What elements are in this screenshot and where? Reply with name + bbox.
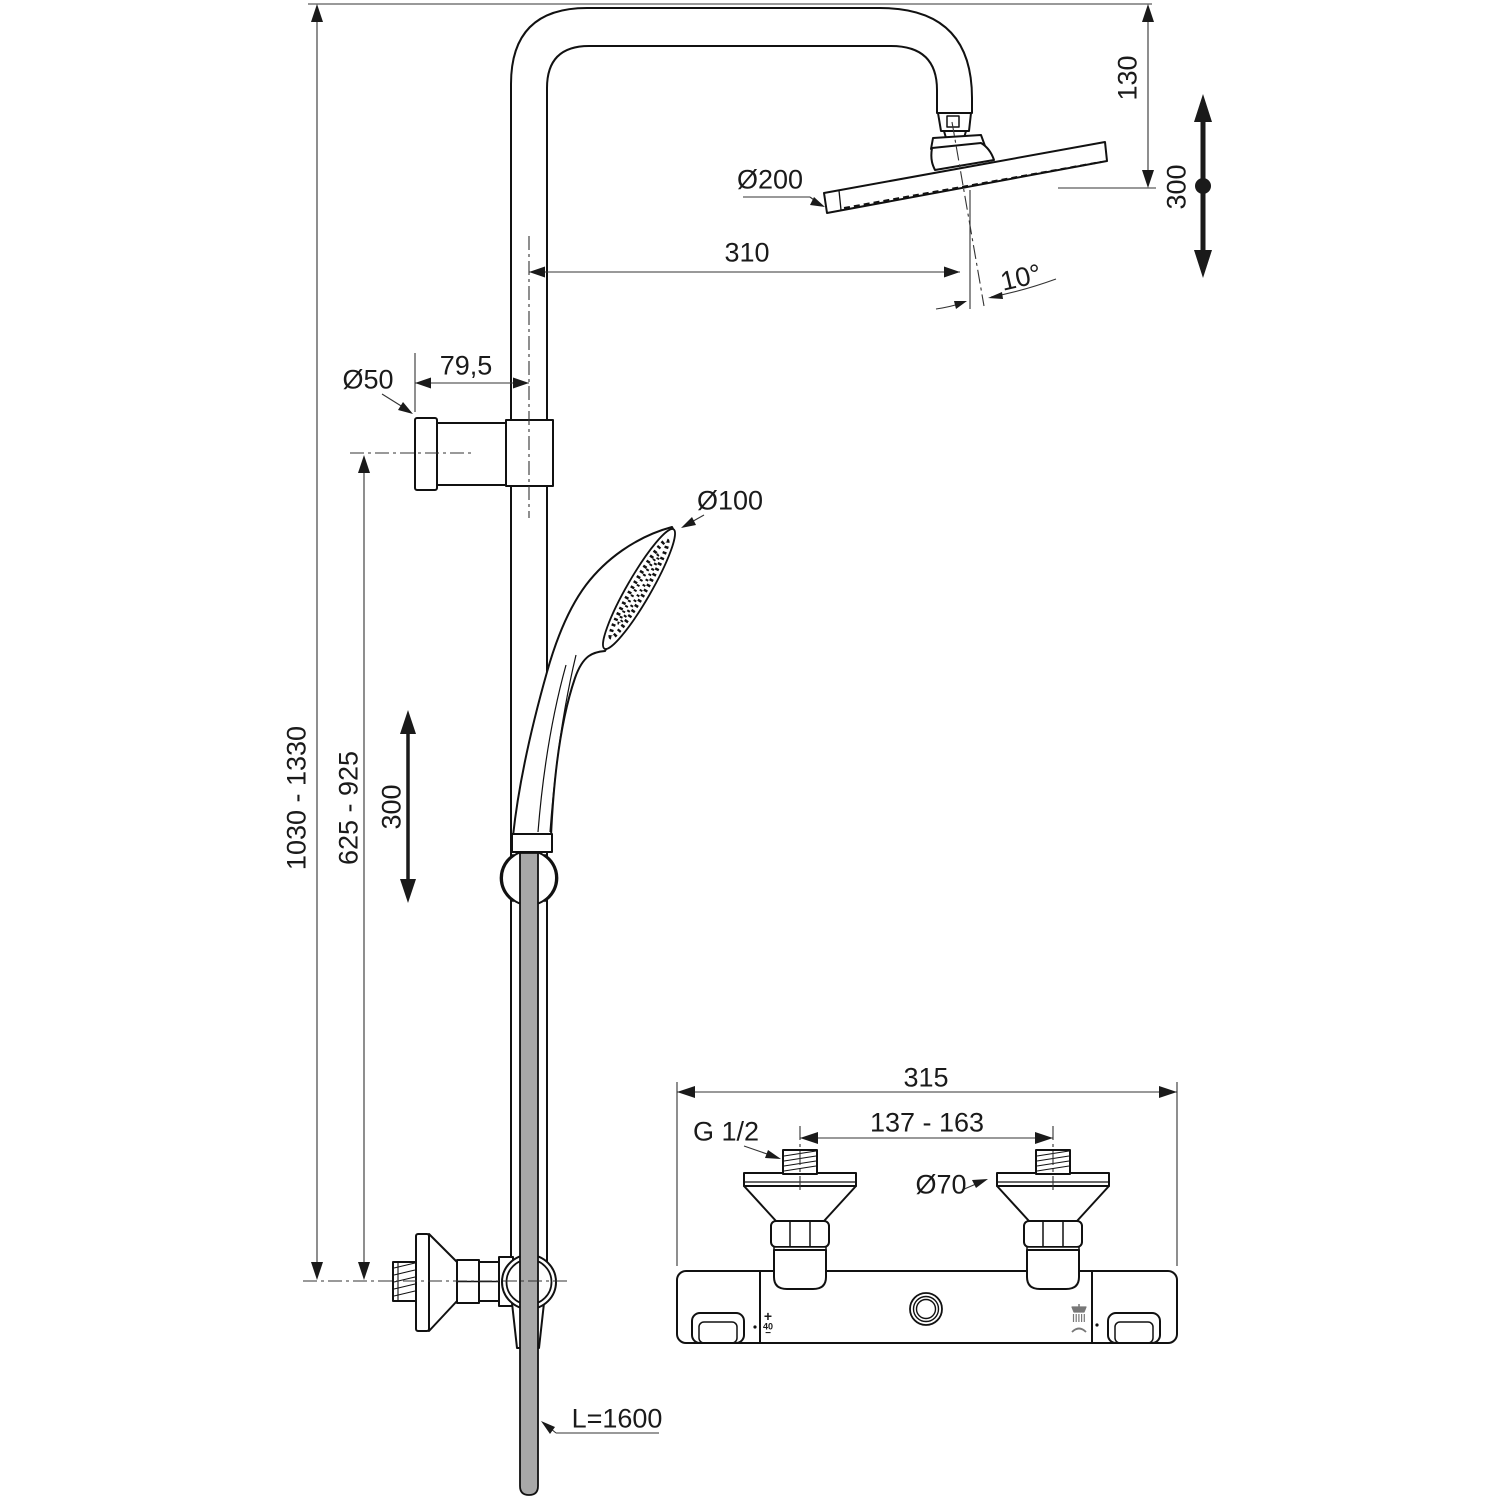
leader-inlet-thread xyxy=(743,1145,781,1159)
wall-bracket xyxy=(414,417,554,491)
dim-label-head-diameter: Ø200 xyxy=(736,164,804,195)
dim-head-offset xyxy=(529,266,960,278)
shower-mode-icon xyxy=(1071,1304,1087,1333)
dim-bracket-height xyxy=(358,455,370,1280)
dim-label-riser-height: 1030 - 1330 xyxy=(281,725,312,871)
dim-label-bracket-height: 625 - 925 xyxy=(333,750,364,866)
dim-label-bracket-offset: 79,5 xyxy=(439,350,493,381)
leader-head-diameter xyxy=(743,196,825,207)
mixer-valve xyxy=(676,1149,1178,1344)
mixer-temp-minus: − xyxy=(765,1328,771,1339)
riser-rail xyxy=(510,7,973,1301)
mixer-temp-value: 40 xyxy=(762,1321,774,1332)
leader-hose-length xyxy=(541,1421,659,1434)
dim-inlet-distance xyxy=(799,1126,1054,1194)
temp-index-dot xyxy=(753,1325,757,1329)
dim-label-head-offset: 310 xyxy=(724,237,770,268)
mixer-handle-left xyxy=(691,1312,745,1344)
dim-label-mixer-width: 315 xyxy=(903,1062,949,1093)
dim-label-inlet-thread: G 1/2 xyxy=(692,1116,760,1147)
dim-label-arm-drop: 130 xyxy=(1112,55,1143,101)
dim-label-bracket-diameter: Ø50 xyxy=(342,364,394,395)
dim-label-hose-length: L=1600 xyxy=(571,1403,663,1434)
dim-label-head-adjust: 300 xyxy=(1161,164,1192,210)
dim-mixer-width xyxy=(676,1082,1178,1266)
mixer-outlet-rings xyxy=(909,1292,943,1326)
overhead-shower xyxy=(823,112,1108,214)
dim-bracket-offset xyxy=(414,353,529,412)
dimension-lines xyxy=(303,3,1212,1434)
dim-head-tilt xyxy=(935,121,1057,310)
dim-head-adjust xyxy=(1194,94,1212,278)
leader-handshower-diameter xyxy=(681,514,705,528)
dim-label-inlet-distance: 137 - 163 xyxy=(869,1107,985,1138)
flow-wave-icon xyxy=(1071,1327,1087,1333)
dim-label-handshower-diameter: Ø100 xyxy=(696,485,764,516)
flow-index-dot xyxy=(1095,1323,1099,1327)
shower-hose xyxy=(519,852,539,1496)
dim-label-rosette-diameter: Ø70 xyxy=(915,1169,967,1200)
mixer-temp-plus: + xyxy=(763,1308,773,1324)
wall-elbow xyxy=(392,1233,557,1349)
mixer-inlet-right xyxy=(996,1149,1110,1290)
mixer-handle-right xyxy=(1107,1312,1161,1344)
dim-label-slider-travel: 300 xyxy=(376,784,407,830)
spray-face-dots xyxy=(608,538,670,640)
leader-bracket-diameter xyxy=(381,393,413,414)
leader-rosette-diameter xyxy=(961,1179,988,1191)
dim-slider-travel xyxy=(400,710,416,903)
dim-riser-height xyxy=(311,4,323,1280)
dim-arm-drop xyxy=(1058,4,1156,189)
